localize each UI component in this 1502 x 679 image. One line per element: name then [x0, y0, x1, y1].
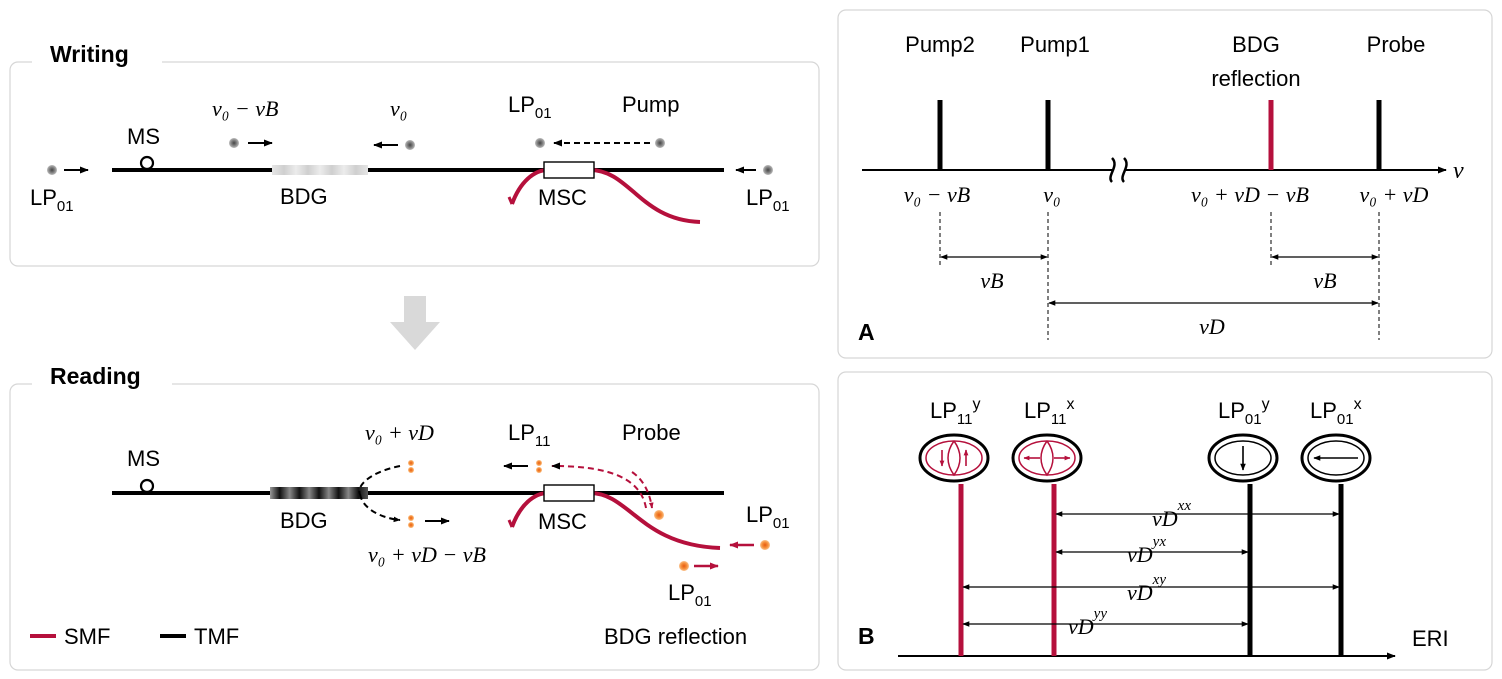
reading-ms-label: MS [127, 446, 160, 471]
down-arrow-icon [390, 296, 440, 350]
reading-panel: Reading MS BDG MSC Probe LP11 LP01 LP01 … [9, 360, 820, 671]
writing-dot-nu0 [405, 140, 415, 150]
mode-label-lp11x: LP11x [1024, 396, 1075, 428]
tick-bdg-reflection: ν₀ + νD − νB [1191, 182, 1309, 207]
reading-title: Reading [50, 363, 141, 389]
writing-bdg-label: BDG [280, 184, 328, 209]
writing-nu0: ν₀ [390, 96, 407, 121]
writing-pump-label: Pump [622, 92, 679, 117]
writing-smf-right [589, 168, 701, 224]
panel-b-axis-label: ERI [1412, 626, 1449, 651]
label-pump1: Pump1 [1020, 32, 1090, 57]
writing-panel-box [9, 61, 820, 267]
reading-dot-reflected [408, 522, 414, 528]
reading-smf-right [589, 491, 721, 550]
reading-msc-label: MSC [538, 509, 587, 534]
reading-dashed-reflect-down [359, 493, 401, 523]
writing-dot-stokes [229, 138, 239, 148]
reading-title-bg [32, 360, 172, 392]
panel-a-axis-label: ν [1453, 158, 1464, 184]
panel-b: B ERI LP11y LP11x LP01y LP01x [837, 371, 1493, 671]
writing-lp01-right-label: LP01 [746, 185, 790, 215]
reading-dot-probe [654, 510, 664, 520]
reading-panel-box [9, 383, 820, 671]
label-bdg-reflection-1: BDG [1232, 32, 1280, 57]
tick-pump1: ν₀ [1043, 182, 1060, 207]
legend-tmf-label: TMF [194, 624, 239, 649]
lp01x-mode-icon [1300, 433, 1372, 483]
tick-probe: ν₀ + νD [1360, 182, 1429, 207]
legend-smf-label: SMF [64, 624, 110, 649]
mode-label-lp01x: LP01x [1310, 396, 1362, 428]
writing-lp01-top-label: LP01 [508, 92, 552, 122]
tick-pump2: ν₀ − νB [904, 182, 970, 207]
panel-b-label: B [858, 623, 875, 649]
span-nuD-xy-label: νDxy [1127, 572, 1166, 605]
reading-dashed-conversion [551, 462, 647, 509]
writing-title-bg [32, 40, 162, 72]
reading-lp11-label: LP11 [508, 420, 551, 450]
reading-dot-antistokes [408, 467, 414, 473]
axis-break-icon [1109, 157, 1116, 183]
lp11x-mode-icon [1011, 433, 1083, 483]
writing-dot-lp01 [535, 138, 545, 148]
mode-label-lp11y: LP11y [930, 396, 981, 428]
writing-lp01-left-label: LP01 [30, 185, 74, 215]
reading-bdg-grating [270, 487, 368, 499]
span-nuD-yy-label: νDyy [1068, 606, 1107, 639]
label-probe: Probe [1367, 32, 1426, 57]
lp01y-mode-icon [1207, 433, 1279, 483]
reading-nu0-plus-nuD: ν₀ + νD [365, 420, 434, 445]
span-nuD-yx-label: νDyx [1127, 534, 1166, 567]
writing-dot-pump [655, 138, 665, 148]
writing-bdg-grating [272, 165, 368, 175]
span-nuB-left-label: νB [980, 268, 1003, 293]
reading-lp01-right-label: LP01 [746, 502, 790, 532]
reading-bdg-reflection-label: BDG reflection [604, 624, 747, 649]
span-nuD-label: νD [1199, 314, 1225, 339]
reading-nu0-plus-nuD-minus-nuB: ν₀ + νD − νB [368, 542, 486, 567]
span-nuD-xx-label: νDxx [1152, 498, 1191, 531]
writing-panel: Writing MS BDG MSC Pump LP01 LP01 LP01 ν… [9, 40, 820, 267]
mode-label-lp01y: LP01y [1218, 396, 1270, 428]
writing-dot-left [47, 165, 57, 175]
writing-dot-right [763, 165, 773, 175]
reading-dot-lp01-out [679, 561, 689, 571]
writing-msc-label: MSC [538, 185, 587, 210]
label-bdg-reflection-2: reflection [1211, 66, 1300, 91]
reading-dot-lp11 [536, 467, 542, 473]
reading-probe-label: Probe [622, 420, 681, 445]
panel-a-label: A [858, 319, 875, 345]
reading-msc-box [543, 484, 595, 502]
span-nuB-right-label: νB [1313, 268, 1336, 293]
reading-ms-marker [139, 478, 155, 494]
writing-nu0-minus-nuB: ν₀ − νB [212, 96, 278, 121]
panel-a: A ν Pump2 Pump1 BDG reflection Probe ν₀ … [837, 9, 1493, 359]
reading-lp01-bottom-label: LP01 [668, 580, 712, 610]
reading-dashed-reflect-up [358, 465, 401, 495]
writing-title: Writing [50, 41, 129, 67]
lp11y-mode-icon [918, 433, 990, 483]
reading-bdg-label: BDG [280, 508, 328, 533]
label-pump2: Pump2 [905, 32, 975, 57]
reading-dot-lp01-in [760, 540, 770, 550]
panel-a-box [837, 9, 1493, 359]
writing-ms-marker [139, 155, 155, 171]
writing-msc-box [543, 161, 595, 179]
writing-ms-label: MS [127, 124, 160, 149]
